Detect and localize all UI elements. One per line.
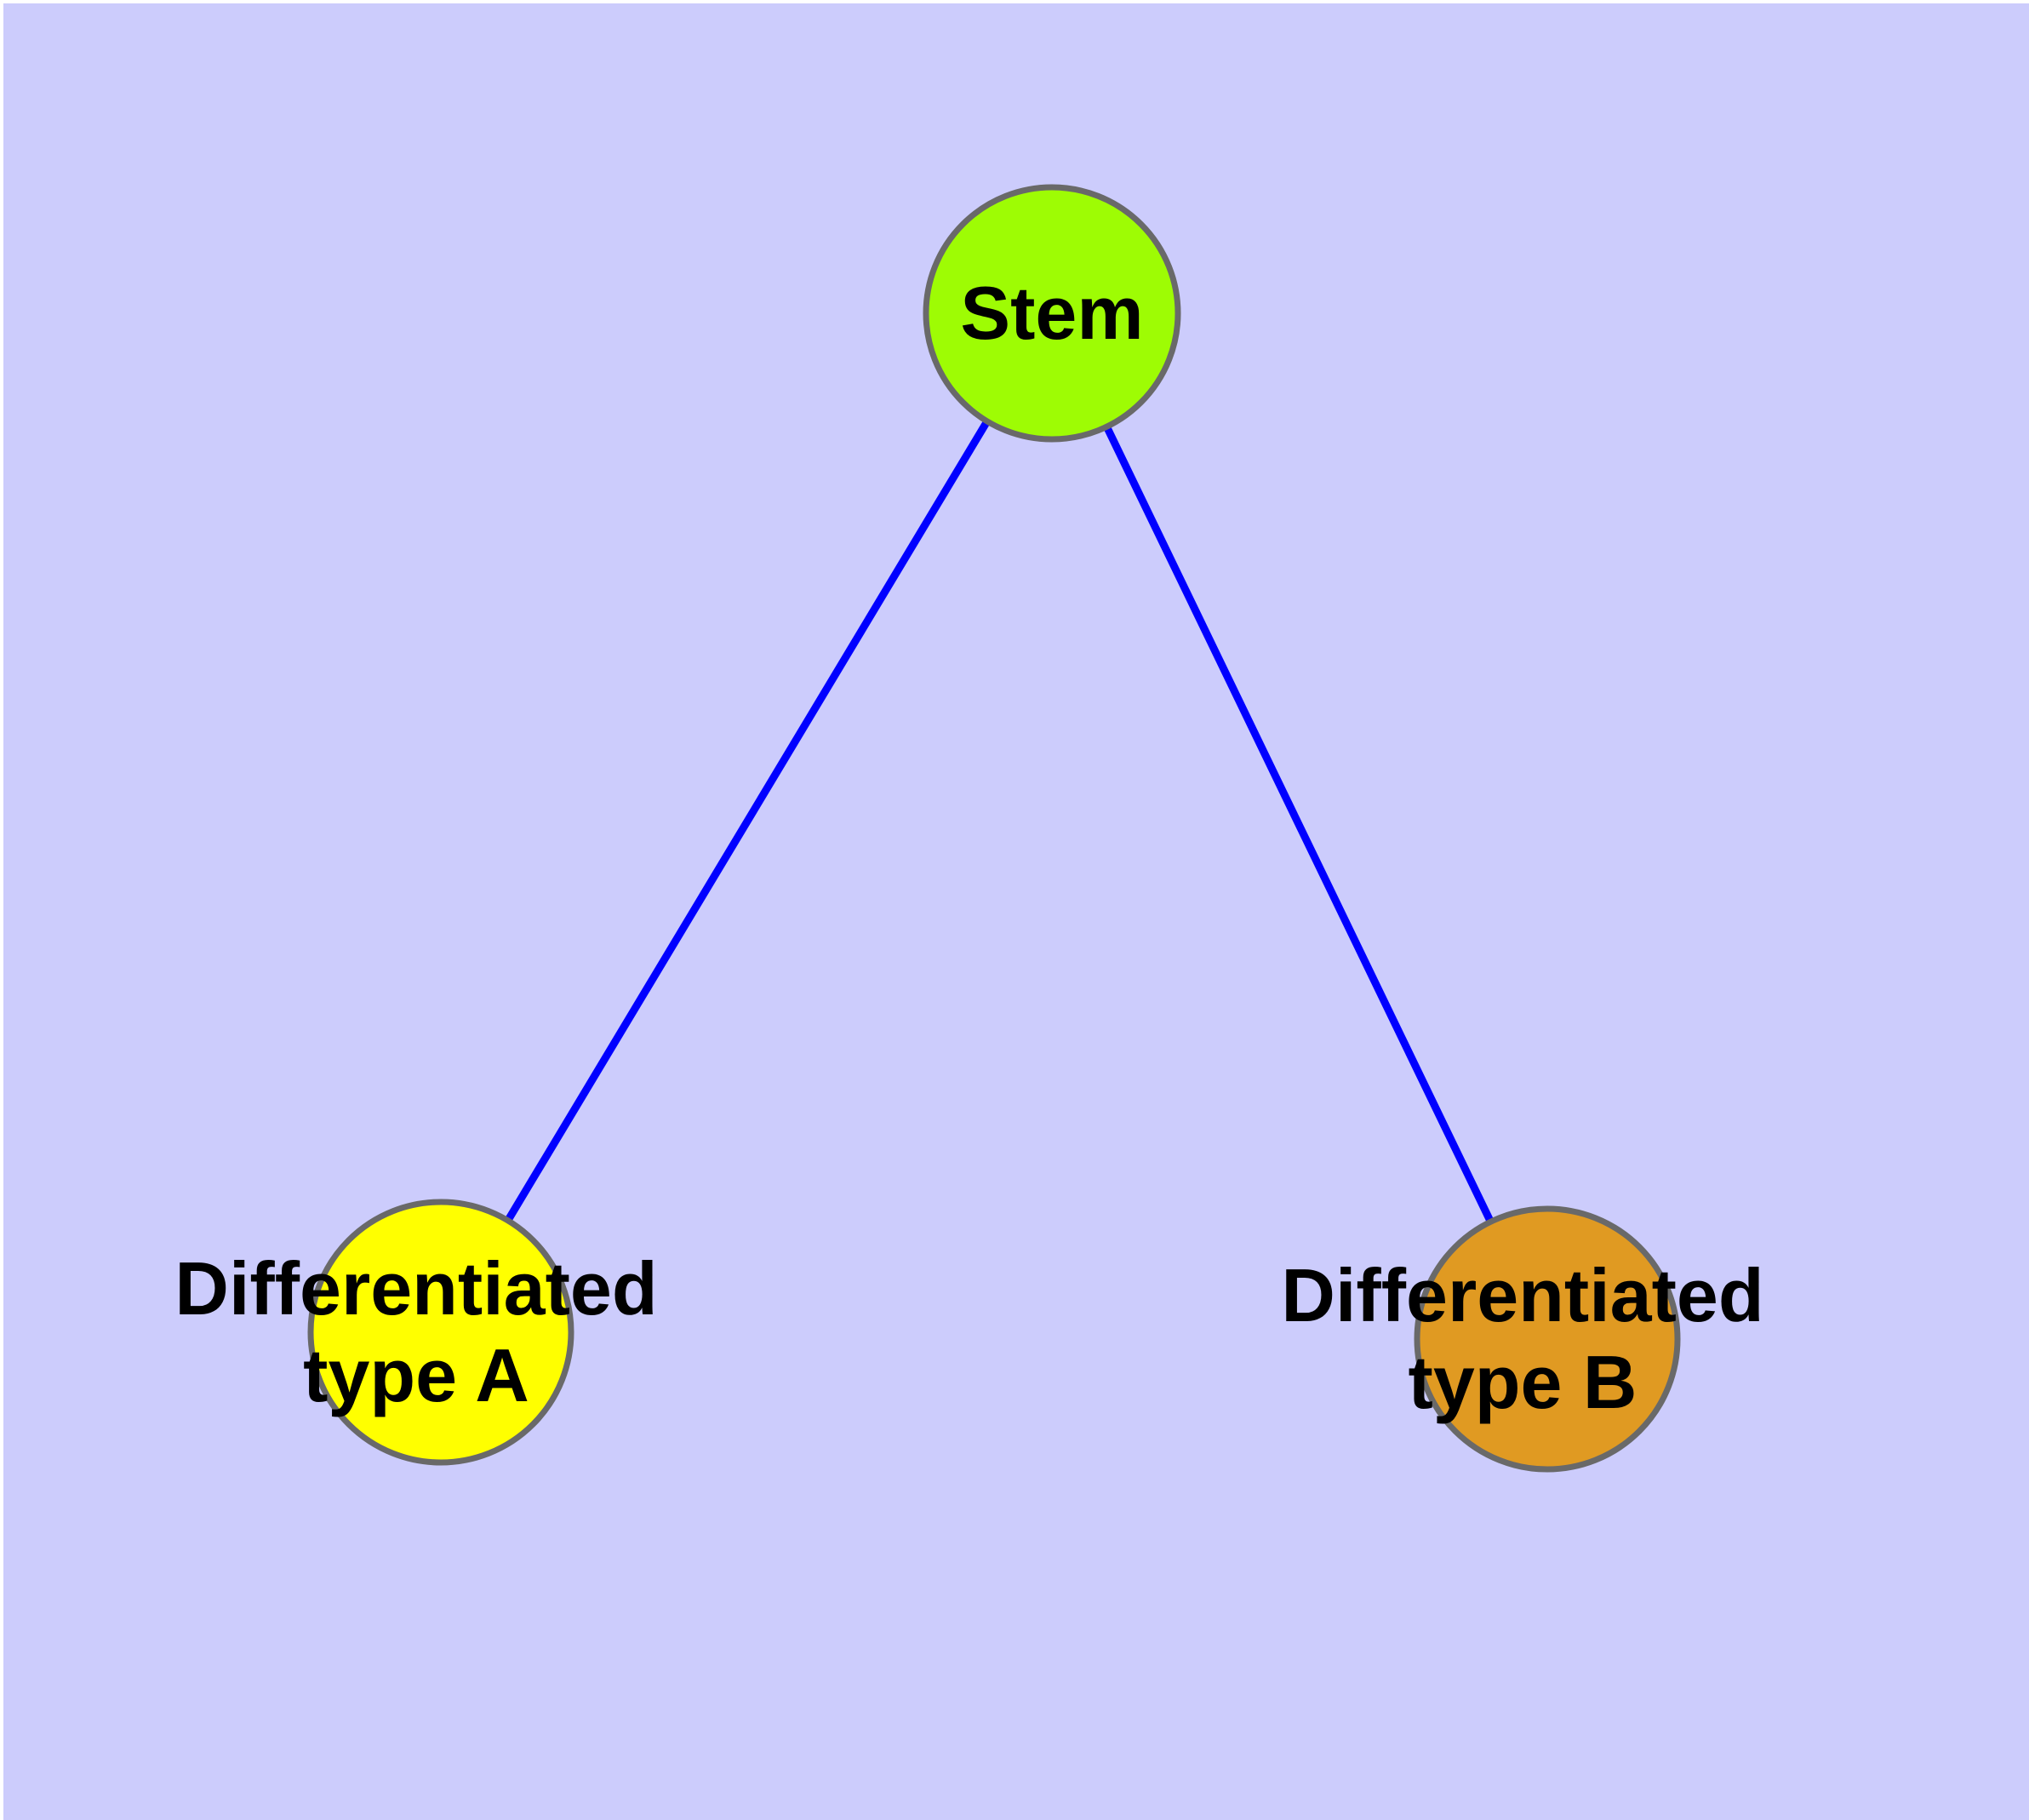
node-circle-stem[interactable] xyxy=(923,184,1181,443)
edge-stem-diff-b xyxy=(1103,426,1494,1222)
node-circle-diff_a[interactable] xyxy=(307,1199,574,1466)
node-label-line: Differentiated xyxy=(174,1246,657,1331)
node-label-line: type A xyxy=(303,1333,529,1417)
node-label-stem: Stem xyxy=(960,271,1143,355)
nodes-layer xyxy=(307,184,1681,1473)
node-label-line: Differentiated xyxy=(1281,1253,1763,1337)
edges-layer xyxy=(505,420,1494,1222)
node-label-line: type B xyxy=(1409,1340,1637,1424)
node-circle-diff_b[interactable] xyxy=(1414,1205,1681,1473)
node-label-line: Stem xyxy=(960,271,1143,355)
edge-stem-diff-a xyxy=(505,420,990,1222)
